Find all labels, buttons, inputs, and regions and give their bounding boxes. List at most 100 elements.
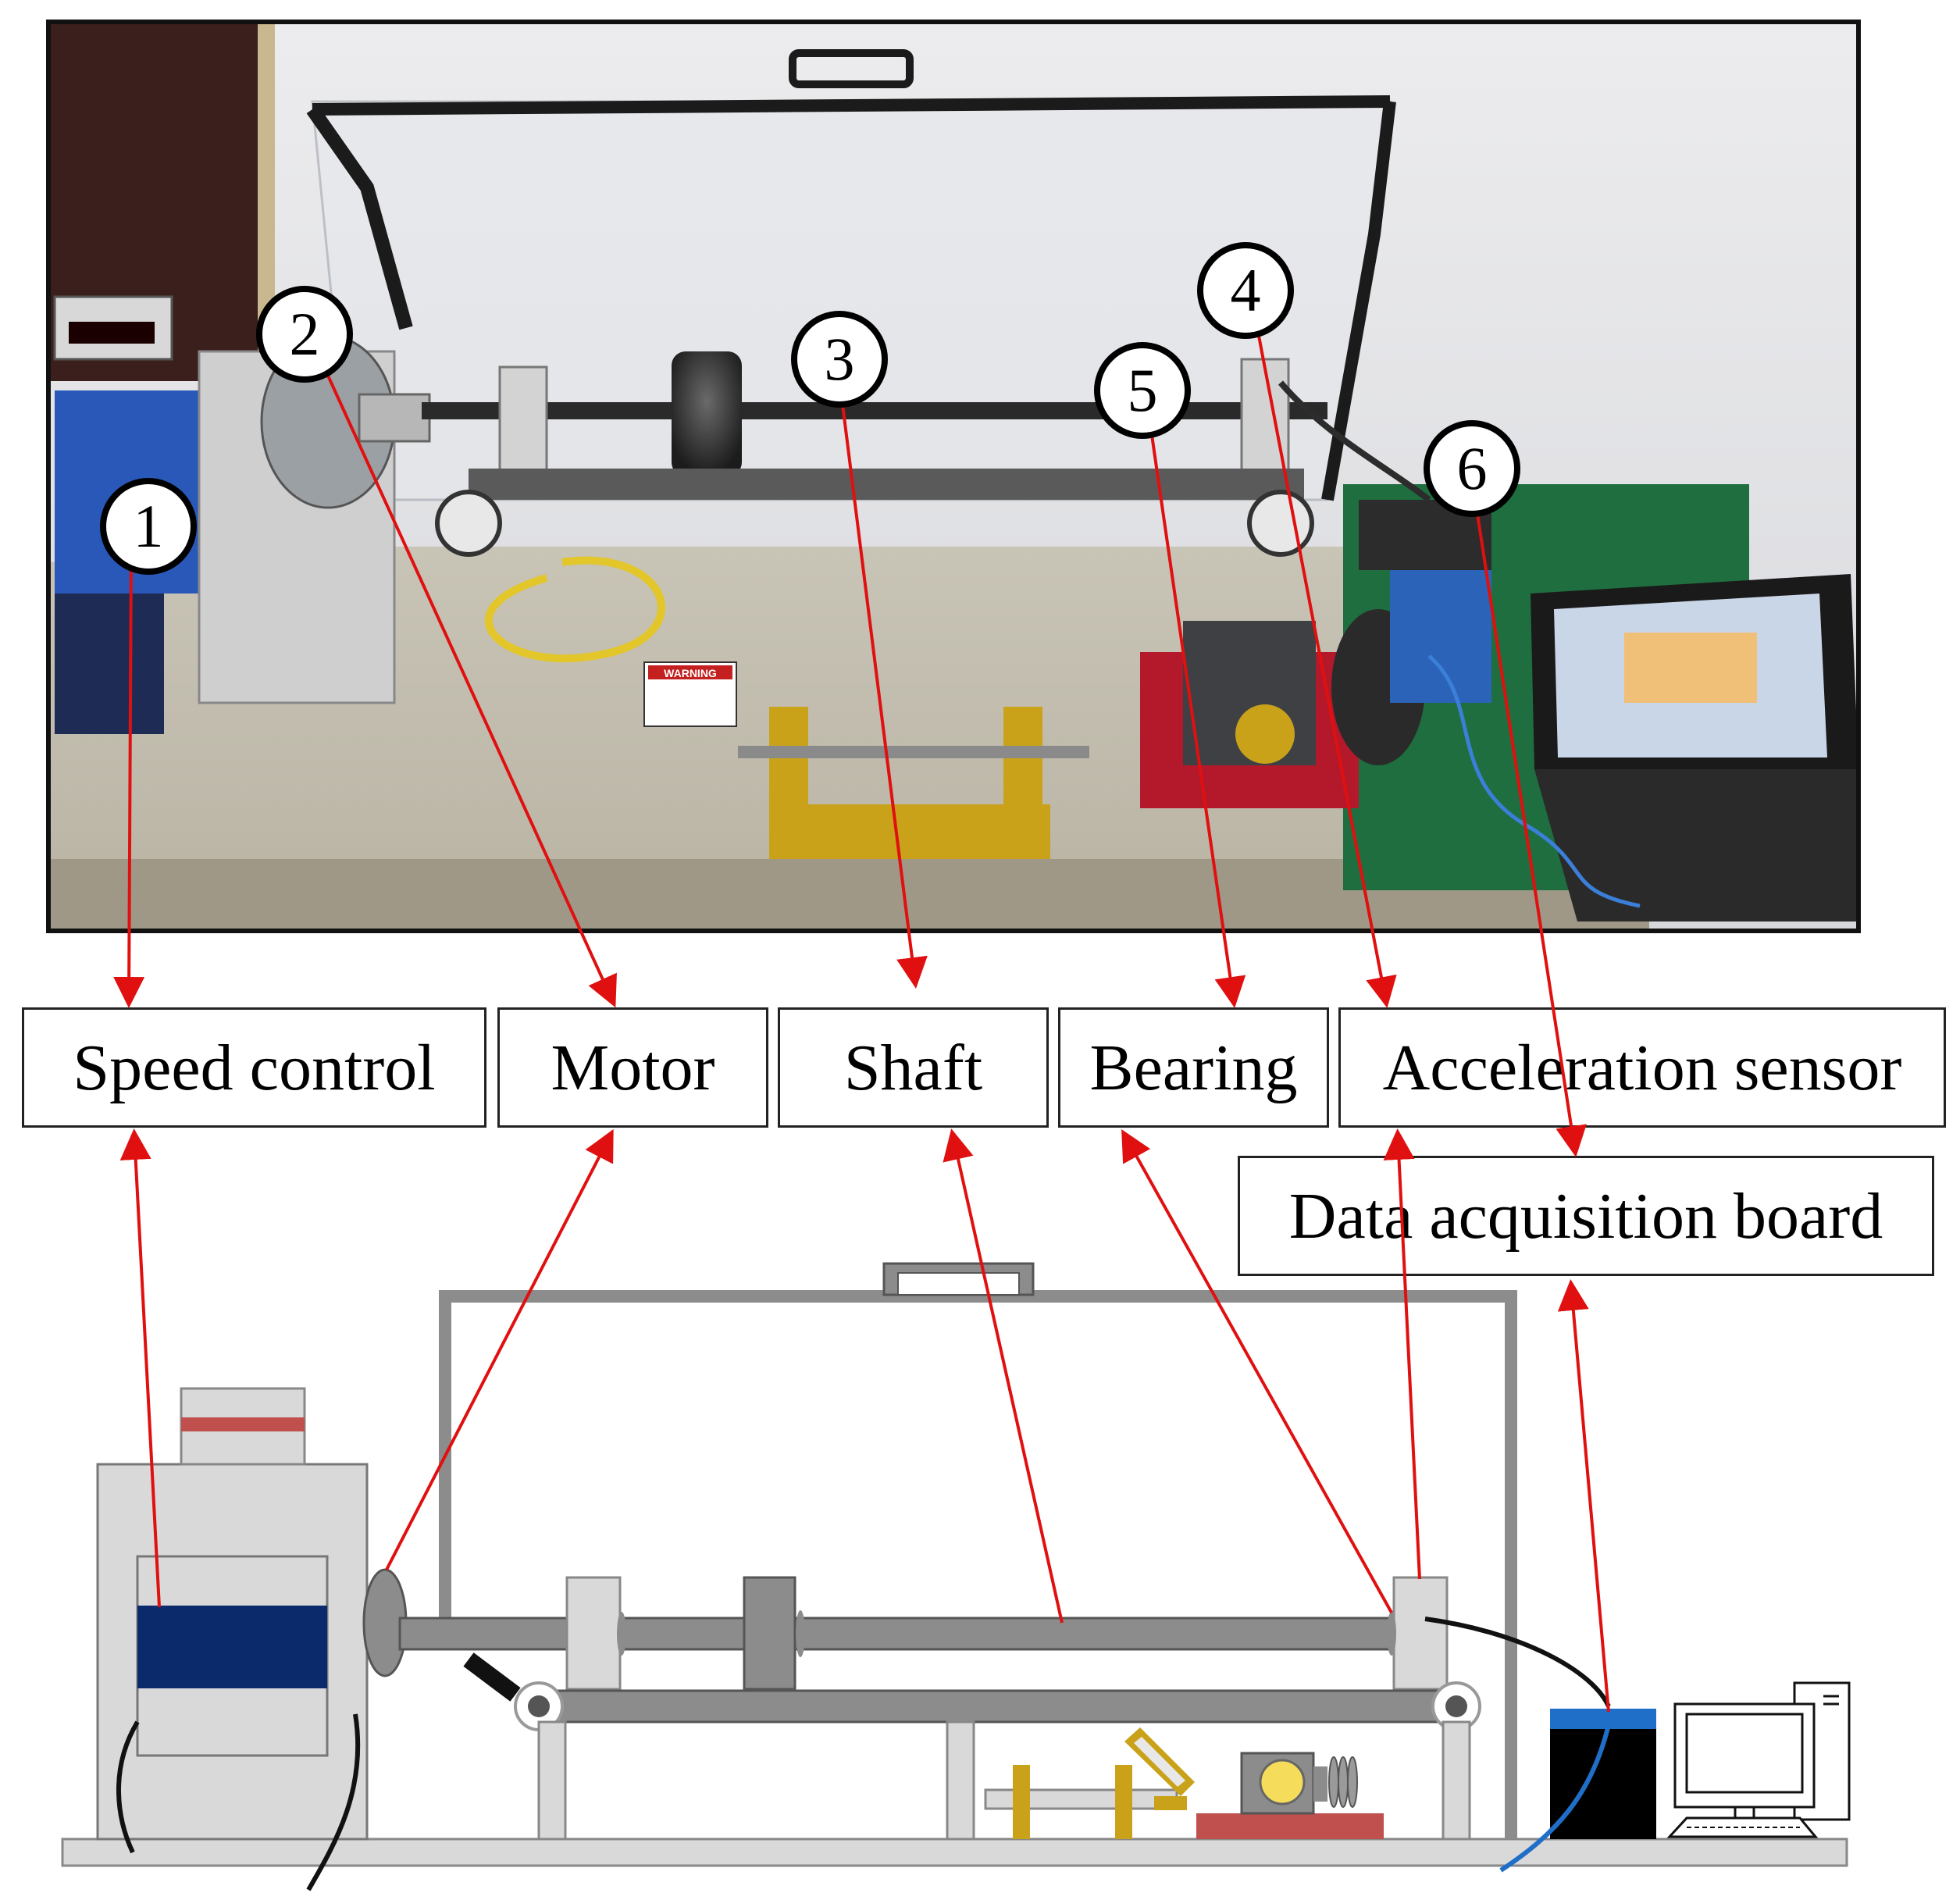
callout-6: 6 bbox=[1424, 420, 1520, 517]
lead-screw bbox=[738, 746, 1089, 758]
arrow-5-to-bearing bbox=[1149, 429, 1246, 1008]
schematic bbox=[61, 1262, 1851, 1891]
laptop-keyboard bbox=[1534, 769, 1858, 921]
warning-sign-text: WARNING bbox=[664, 667, 717, 679]
left-bearing-housing bbox=[498, 365, 548, 486]
callout-2: 2 bbox=[256, 286, 353, 383]
pulley-2 bbox=[1338, 1756, 1349, 1808]
sensor-cable bbox=[1278, 380, 1431, 503]
gearbox-cap bbox=[1235, 704, 1295, 764]
gearbox-hub bbox=[1259, 1759, 1306, 1806]
gearbox-plate bbox=[1196, 1813, 1384, 1839]
label-acceleration-sensor-text: Acceleration sensor bbox=[1382, 1031, 1902, 1104]
arrow-schematic-daq bbox=[1557, 1279, 1610, 1713]
right-support bbox=[1392, 1576, 1449, 1691]
laptop-login-box bbox=[1624, 633, 1757, 703]
callout-arrows bbox=[113, 335, 1610, 1713]
arrow-schematic-acceleration-sensor bbox=[1383, 1128, 1421, 1580]
warning-banner bbox=[648, 665, 732, 679]
label-motor: Motor bbox=[497, 1007, 768, 1128]
pc-monitor-screen bbox=[1685, 1713, 1804, 1794]
sensor-cable-schematic bbox=[1424, 1617, 1611, 1708]
leg-left bbox=[537, 1720, 567, 1841]
label-data-acquisition-board-text: Data acquisition board bbox=[1288, 1179, 1883, 1253]
shaft-schematic bbox=[398, 1617, 1397, 1651]
label-shaft-text: Shaft bbox=[843, 1031, 983, 1104]
label-data-acquisition-board: Data acquisition board bbox=[1238, 1156, 1934, 1276]
fixture-foot bbox=[1154, 1796, 1187, 1810]
callout-1: 1 bbox=[100, 478, 197, 575]
drive-front bbox=[55, 594, 164, 734]
pc-monitor-stand bbox=[1734, 1806, 1755, 1820]
callout-6-number: 6 bbox=[1457, 434, 1488, 502]
arrow-3-to-shaft bbox=[840, 397, 928, 989]
fixture-arm-inner bbox=[1134, 1737, 1185, 1787]
arrow-1-to-speed-control bbox=[113, 550, 145, 1008]
left-roller-core bbox=[528, 1695, 550, 1717]
daq-box-top bbox=[1550, 1709, 1656, 1729]
callout-5-number: 5 bbox=[1128, 356, 1158, 424]
power-cable-left bbox=[116, 1720, 140, 1854]
daq-box bbox=[1550, 1709, 1656, 1839]
callout-1-number: 1 bbox=[134, 492, 164, 560]
tachometer-digits bbox=[69, 322, 155, 344]
fixture-post-right bbox=[1115, 1765, 1132, 1839]
leg-middle bbox=[946, 1720, 975, 1841]
left-support bbox=[565, 1576, 622, 1691]
cover-frame bbox=[439, 1290, 1517, 1839]
label-motor-text: Motor bbox=[551, 1031, 715, 1104]
arrow-schematic-shaft bbox=[943, 1128, 1064, 1624]
cover-edge-left bbox=[306, 105, 413, 330]
callout-3: 3 bbox=[791, 311, 888, 408]
label-speed-control: Speed control bbox=[22, 1007, 486, 1128]
arrow-schematic-bearing bbox=[1121, 1129, 1393, 1613]
shaft-support-plate bbox=[469, 469, 1304, 500]
arrow-2-to-motor bbox=[323, 366, 617, 1008]
photo-border bbox=[46, 20, 1861, 933]
label-bearing: Bearing bbox=[1058, 1007, 1329, 1128]
tension-link bbox=[463, 1652, 521, 1702]
callout-3-number: 3 bbox=[825, 325, 855, 393]
right-roller-core bbox=[1445, 1695, 1467, 1717]
label-shaft: Shaft bbox=[778, 1007, 1049, 1128]
power-cable-right bbox=[306, 1713, 361, 1891]
drive-panel-blue bbox=[137, 1606, 327, 1688]
gearbox-pulley bbox=[1313, 1766, 1327, 1802]
rotor-disc bbox=[672, 351, 742, 476]
gold-fixture-left bbox=[769, 707, 808, 832]
left-dial bbox=[435, 490, 502, 557]
coupling bbox=[358, 393, 431, 443]
leg-right bbox=[1441, 1720, 1471, 1841]
pulley-3 bbox=[1347, 1756, 1358, 1808]
arrow-6-to-daq bbox=[1474, 503, 1587, 1157]
cover-edge-right bbox=[1321, 101, 1396, 501]
cover-handle bbox=[789, 49, 914, 88]
callout-2-number: 2 bbox=[290, 300, 320, 368]
door-frame bbox=[258, 22, 275, 381]
rotor-ring bbox=[796, 1610, 805, 1657]
label-acceleration-sensor: Acceleration sensor bbox=[1338, 1007, 1946, 1128]
left-bearing-ring bbox=[617, 1612, 626, 1656]
pulley-1 bbox=[1328, 1756, 1339, 1808]
arrow-schematic-motor bbox=[385, 1128, 614, 1570]
callout-4: 4 bbox=[1197, 242, 1294, 339]
label-bearing-text: Bearing bbox=[1089, 1031, 1298, 1104]
tachometer-stripe bbox=[181, 1417, 305, 1431]
cover-edge-top bbox=[312, 95, 1391, 116]
number-callouts: 1 2 3 5 4 6 bbox=[100, 242, 1520, 575]
rotor-disc-schematic bbox=[743, 1576, 796, 1691]
callout-4-number: 4 bbox=[1231, 256, 1261, 324]
yellow-tubing bbox=[485, 556, 666, 663]
arrow-4-to-acceleration-sensor bbox=[1257, 335, 1397, 1008]
frame-handle-gap bbox=[897, 1272, 1020, 1296]
daq-unit bbox=[1390, 562, 1491, 703]
arrow-schematic-speed-control bbox=[119, 1128, 161, 1608]
gold-fixture-right bbox=[1003, 707, 1042, 832]
daq-blue-cable bbox=[1499, 1717, 1613, 1873]
callout-5: 5 bbox=[1094, 342, 1191, 439]
label-speed-control-text: Speed control bbox=[73, 1031, 436, 1104]
support-beam bbox=[537, 1689, 1458, 1724]
